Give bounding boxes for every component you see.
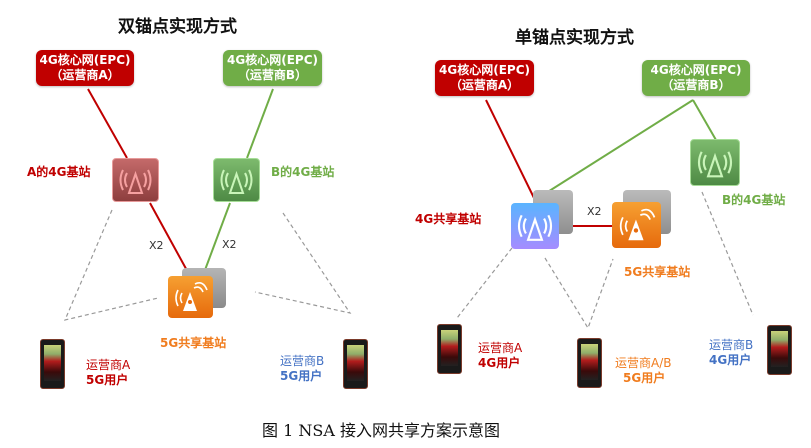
right-user-b-line2: 4G用户 xyxy=(709,353,752,367)
left-user-b-line1: 运营商B xyxy=(280,354,325,368)
right-user-b-line1: 运营商B xyxy=(709,338,754,352)
right-user-a-line2: 4G用户 xyxy=(478,356,521,370)
phone-left-b-icon xyxy=(343,339,368,389)
left-core-a-line2: （运营商A） xyxy=(50,68,120,82)
phone-right-a-icon xyxy=(437,324,462,374)
left-bs-5g-label: 5G共享基站 xyxy=(160,336,227,350)
left-core-b-line1: 4G核心网(EPC) xyxy=(227,53,318,67)
phone-right-b-icon xyxy=(767,325,792,375)
link-core-a-to-4g-shared xyxy=(485,99,536,201)
right-core-a-line2: （运营商A） xyxy=(449,78,520,92)
link-core-b-to-bs-b xyxy=(246,88,274,159)
right-user-ab-line1: 运营商A/B xyxy=(615,356,672,370)
right-user-b: 运营商B 4G用户 xyxy=(709,338,753,368)
coverage-right-ab xyxy=(544,257,614,330)
bs-a-4g-icon xyxy=(112,158,159,202)
link-core-b-to-bs-b xyxy=(692,99,717,141)
right-bs-b-4g-icon xyxy=(690,139,740,186)
right-diagram-title: 单锚点实现方式 xyxy=(515,28,634,48)
right-user-ab: 运营商A/B 5G用户 xyxy=(615,356,672,386)
right-user-a: 运营商A 4G用户 xyxy=(478,341,522,371)
right-core-b-line2: （运营商B） xyxy=(661,78,731,92)
right-core-a-line1: 4G核心网(EPC) xyxy=(439,63,530,77)
coverage-right-b xyxy=(701,191,754,316)
right-core-b: 4G核心网(EPC) （运营商B） xyxy=(642,60,750,96)
left-x2-label-a: X2 xyxy=(149,239,164,252)
right-user-a-line1: 运营商A xyxy=(478,341,523,355)
right-bs-5g-label: 5G共享基站 xyxy=(624,265,691,279)
right-user-ab-line2: 5G用户 xyxy=(623,371,666,385)
left-core-b: 4G核心网(EPC) （运营商B） xyxy=(223,50,322,86)
bs-4g-shared-icon xyxy=(511,203,559,249)
phone-left-a-icon xyxy=(40,339,65,389)
link-bs-a-to-5g xyxy=(149,202,191,277)
left-user-a-line1: 运营商A xyxy=(86,358,131,372)
right-bs-4g-shared-label: 4G共享基站 xyxy=(415,212,482,226)
left-user-b-line2: 5G用户 xyxy=(280,369,323,383)
left-user-a-line2: 5G用户 xyxy=(86,373,129,387)
coverage-left-a xyxy=(63,209,159,321)
left-diagram-title: 双锚点实现方式 xyxy=(118,17,237,37)
link-bs-b-to-5g xyxy=(204,202,231,271)
right-bs-5g-shared-icon xyxy=(612,202,661,248)
link-core-b-to-4g-shared xyxy=(534,99,694,201)
left-core-a: 4G核心网(EPC) （运营商A） xyxy=(36,50,134,86)
link-core-a-to-bs-a xyxy=(87,88,128,159)
left-x2-label-b: X2 xyxy=(222,238,237,251)
right-core-a: 4G核心网(EPC) （运营商A） xyxy=(435,60,534,96)
right-x2-label: X2 xyxy=(587,205,602,218)
phone-right-ab-icon xyxy=(577,338,602,388)
figure-caption: 图 1 NSA 接入网共享方案示意图 xyxy=(262,421,500,440)
left-bs-a-label: A的4G基站 xyxy=(27,165,91,179)
coverage-right-a xyxy=(456,247,513,319)
bs-b-4g-icon xyxy=(213,158,260,202)
right-core-b-line1: 4G核心网(EPC) xyxy=(650,63,742,77)
left-core-b-line2: （运营商B） xyxy=(237,68,308,82)
right-bs-b-label: B的4G基站 xyxy=(722,193,786,207)
left-bs-b-label: B的4G基站 xyxy=(271,165,335,179)
left-core-a-line1: 4G核心网(EPC) xyxy=(39,53,131,67)
bs-5g-shared-icon xyxy=(168,276,213,318)
left-user-b: 运营商B 5G用户 xyxy=(280,354,324,384)
coverage-left-b xyxy=(254,212,352,314)
left-user-a: 运营商A 5G用户 xyxy=(86,358,130,388)
